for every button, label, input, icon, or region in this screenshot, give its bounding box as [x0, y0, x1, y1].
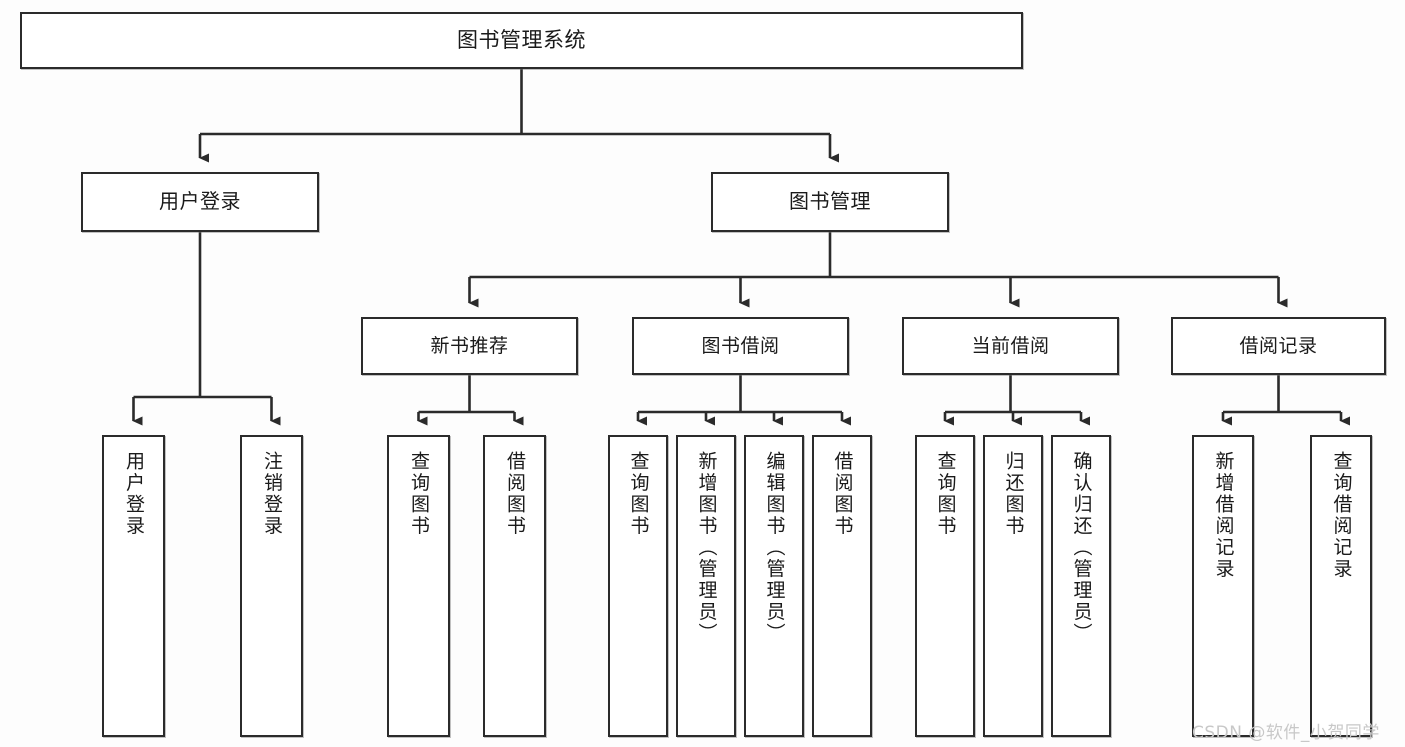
- leaf-node-label: 查询图书: [408, 451, 430, 537]
- leaf-node-6-编辑图书管理员[interactable]: 编辑图书（管理员）: [744, 435, 804, 737]
- node-borrow-record[interactable]: 借阅记录: [1171, 317, 1386, 375]
- node-current-borrow-label: 当前借阅: [971, 334, 1050, 357]
- leaf-node-label: 查询图书: [934, 451, 957, 537]
- leaf-node-label: 查询借阅记录: [1330, 451, 1353, 580]
- node-book-borrow-label: 图书借阅: [701, 334, 780, 357]
- node-user-login-label: 用户登录: [159, 189, 241, 214]
- node-book-borrow[interactable]: 图书借阅: [632, 317, 849, 375]
- leaf-node-label: 编辑图书（管理员）: [763, 451, 786, 645]
- node-root[interactable]: 图书管理系统: [20, 12, 1023, 69]
- node-current-borrow[interactable]: 当前借阅: [902, 317, 1119, 375]
- leaf-node-label: 新增图书（管理员）: [695, 451, 718, 645]
- leaf-node-11-新增借阅记录[interactable]: 新增借阅记录: [1192, 435, 1254, 737]
- leaf-node-8-查询图书[interactable]: 查询图书: [915, 435, 975, 737]
- leaf-node-3-借阅图书[interactable]: 借阅图书: [483, 435, 546, 737]
- leaf-node-label: 确认归还（管理员）: [1070, 451, 1093, 645]
- leaf-node-label: 注销登录: [261, 451, 283, 537]
- node-user-login[interactable]: 用户登录: [81, 172, 319, 232]
- leaf-node-1-注销登录[interactable]: 注销登录: [240, 435, 303, 737]
- leaf-node-label: 用户登录: [123, 451, 145, 537]
- leaf-node-7-借阅图书[interactable]: 借阅图书: [812, 435, 872, 737]
- node-new-book-recommend-label: 新书推荐: [430, 334, 509, 357]
- leaf-node-label: 新增借阅记录: [1212, 451, 1235, 580]
- node-book-management[interactable]: 图书管理: [711, 172, 949, 232]
- node-book-management-label: 图书管理: [789, 189, 871, 214]
- leaf-node-label: 借阅图书: [504, 451, 526, 537]
- leaf-node-9-归还图书[interactable]: 归还图书: [983, 435, 1043, 737]
- leaf-node-label: 查询图书: [627, 451, 650, 537]
- leaf-node-10-确认归还管理员[interactable]: 确认归还（管理员）: [1051, 435, 1111, 737]
- leaf-node-label: 归还图书: [1002, 451, 1025, 537]
- node-root-label: 图书管理系统: [457, 28, 586, 53]
- leaf-node-12-查询借阅记录[interactable]: 查询借阅记录: [1310, 435, 1372, 737]
- node-new-book-recommend[interactable]: 新书推荐: [361, 317, 578, 375]
- leaf-node-4-查询图书[interactable]: 查询图书: [608, 435, 668, 737]
- leaf-node-2-查询图书[interactable]: 查询图书: [387, 435, 450, 737]
- leaf-node-label: 借阅图书: [831, 451, 854, 537]
- leaf-node-5-新增图书管理员[interactable]: 新增图书（管理员）: [676, 435, 736, 737]
- leaf-node-0-用户登录[interactable]: 用户登录: [102, 435, 165, 737]
- csdn-watermark: CSDN @软件_小贺同学: [1192, 723, 1380, 743]
- node-borrow-record-label: 借阅记录: [1239, 334, 1318, 357]
